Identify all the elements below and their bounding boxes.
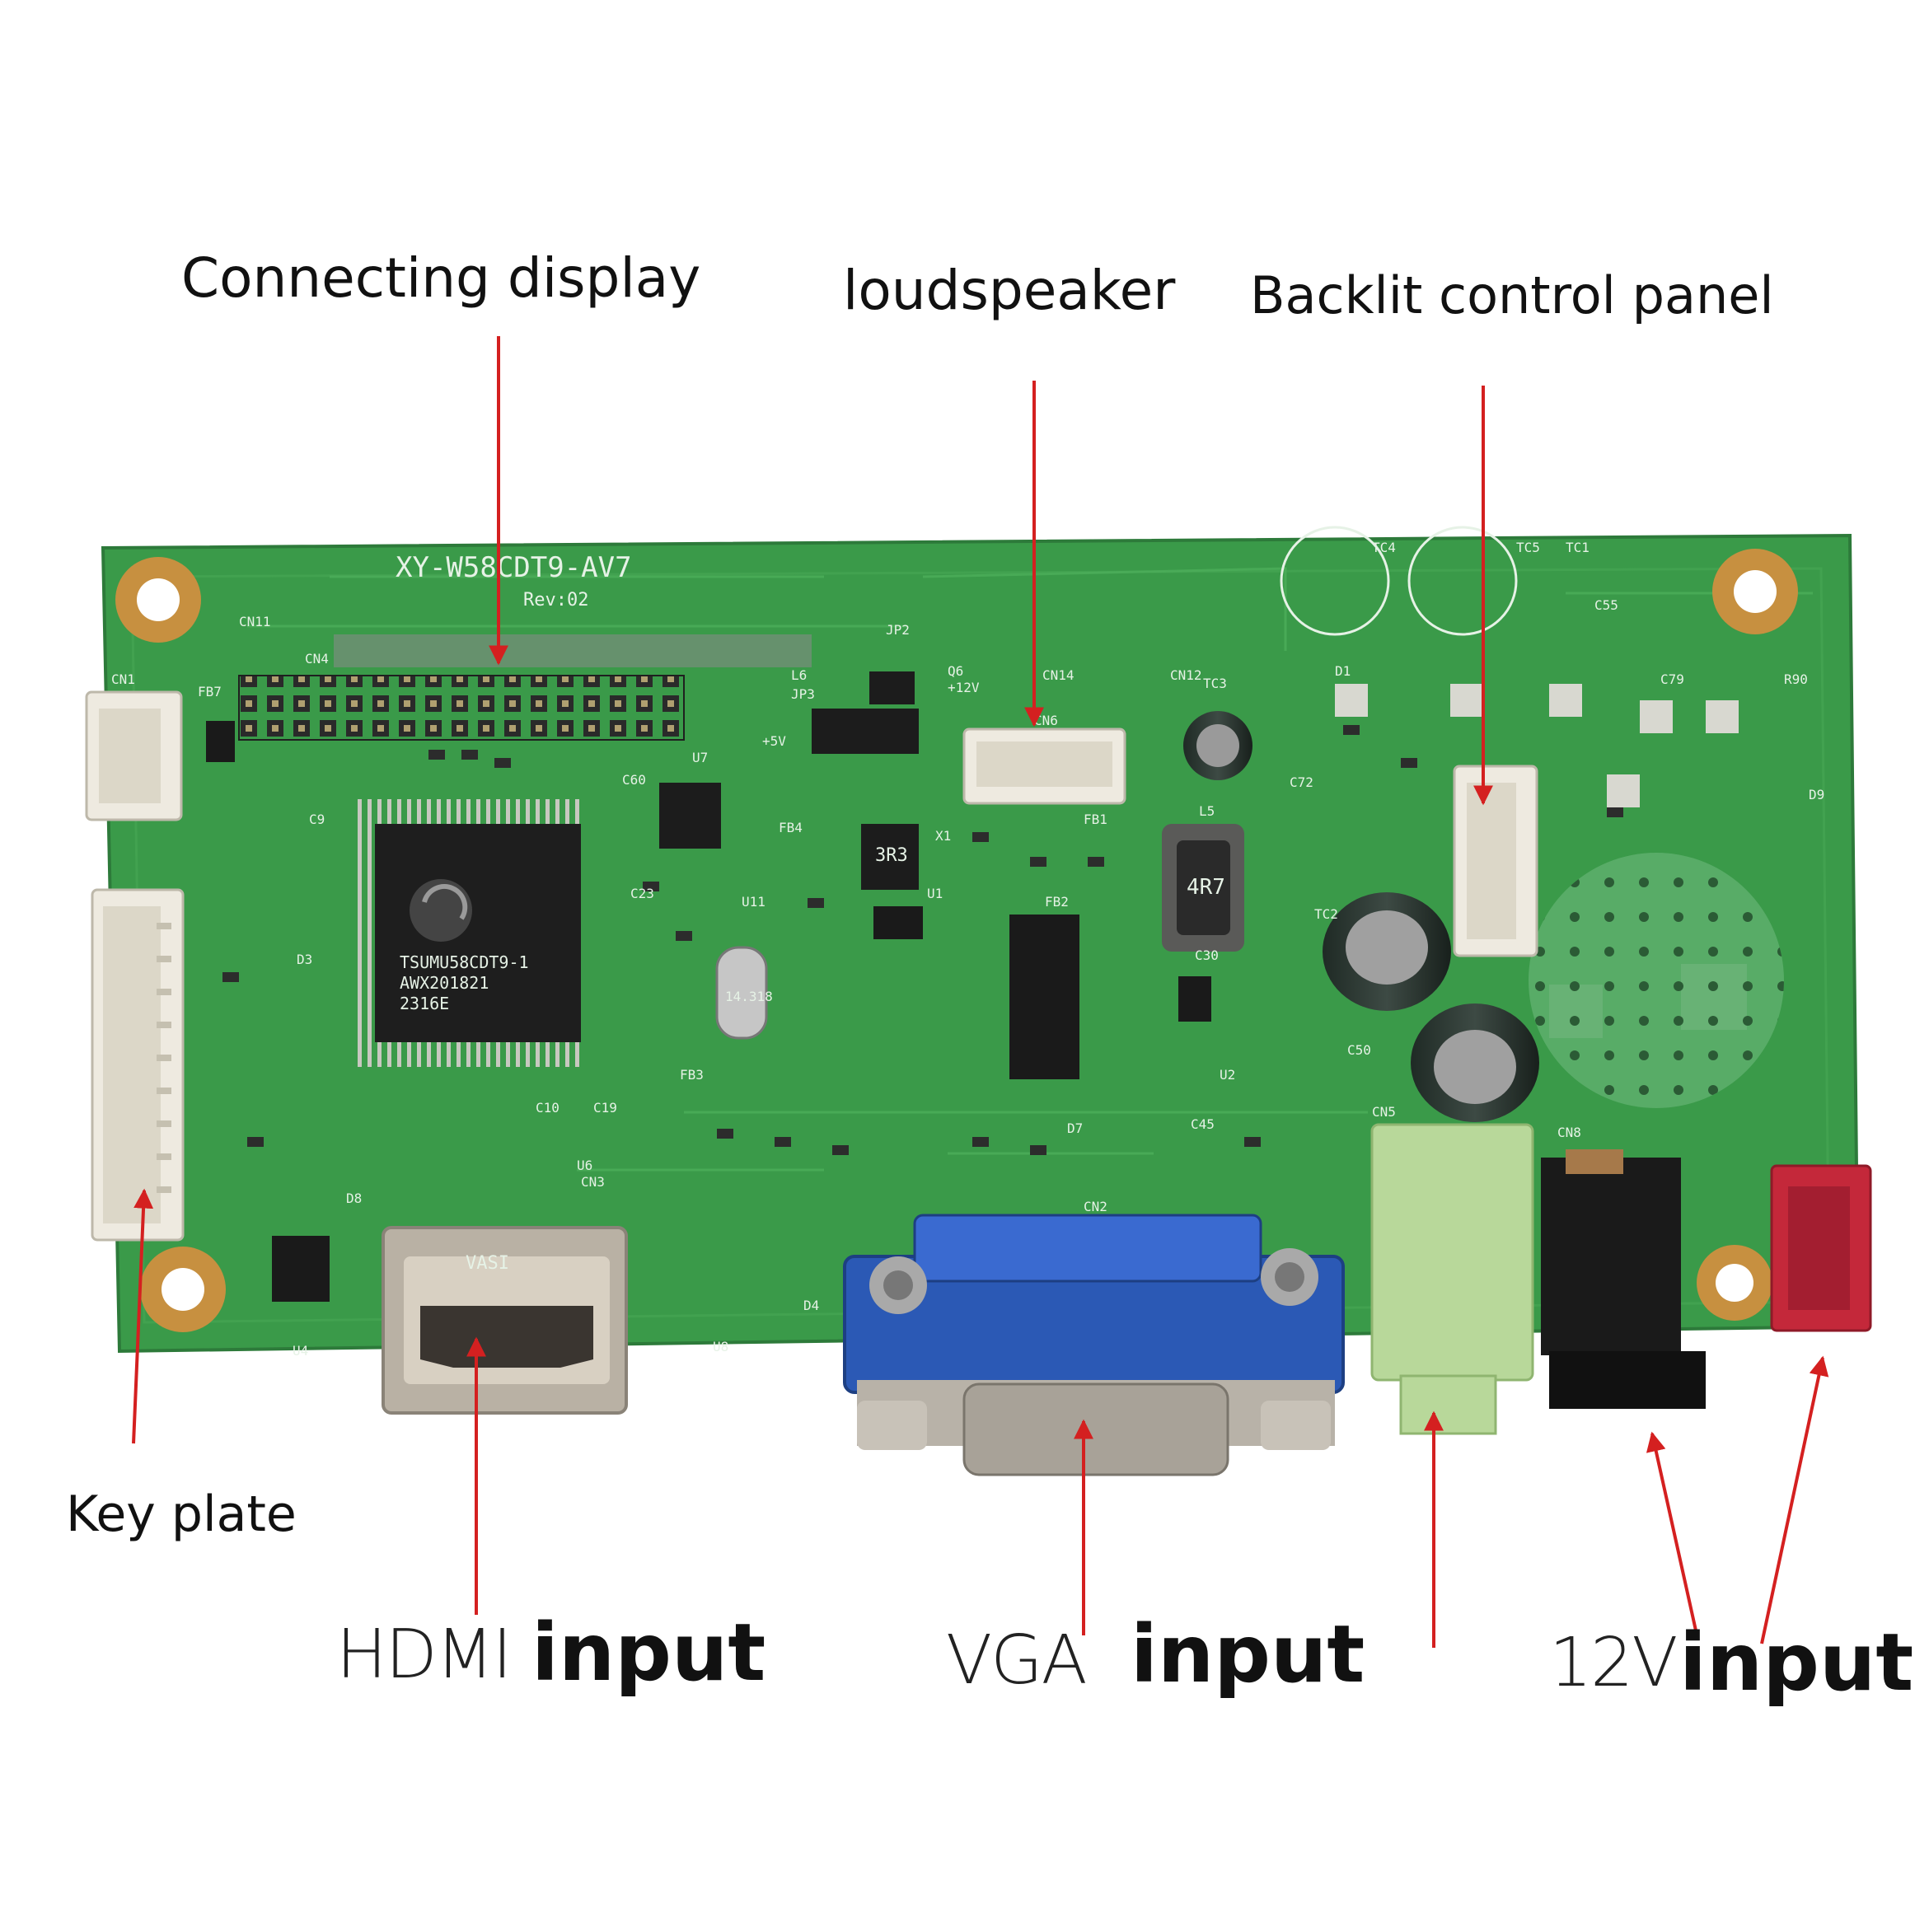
svg-text:CN14: CN14 [1042,667,1075,683]
svg-text:U7: U7 [692,750,708,765]
svg-text:CN4: CN4 [305,651,329,667]
annotation-arrows [132,336,1829,1648]
chip-line-3: 2316E [400,994,449,1013]
label-vga-input: input [1131,1608,1365,1700]
audio-jack [1370,1123,1534,1382]
arrow-power [1760,1355,1829,1644]
label-12v-input: input [1679,1616,1914,1709]
hdmi-mark: VASI [466,1253,509,1274]
svg-text:C79: C79 [1660,671,1684,687]
label-key-plate: Key plate [66,1485,297,1543]
svg-text:D3: D3 [297,952,312,967]
board-model: XY-W58CDT9-AV7 [396,551,632,584]
silkscreen-labels: CN1 CN4 CN11 CN14 CN6 CN12 CN5 CN8 CN3 C… [111,540,1824,1359]
label-backlit-control-panel: Backlit control panel [1250,265,1774,325]
svg-text:+5V: +5V [762,733,786,749]
svg-text:L6: L6 [791,667,807,683]
electrolytic-capacitors [1183,711,1539,1122]
svg-text:U6: U6 [577,1158,592,1173]
board-revision: Rev:02 [523,590,588,610]
svg-text:Q6: Q6 [948,663,963,679]
svg-text:CN1: CN1 [111,671,135,687]
crystal [715,946,768,1040]
svg-text:TC4: TC4 [1372,540,1396,555]
svg-text:JP3: JP3 [791,686,815,702]
svg-text:U2: U2 [1220,1067,1235,1083]
label-loudspeaker: loudspeaker [843,259,1176,322]
label-hdmi-input: input [531,1607,766,1699]
svg-text:C9: C9 [309,812,325,827]
label-12v: 12V [1549,1624,1678,1702]
svg-text:C19: C19 [593,1100,617,1116]
main-chip [375,824,581,1042]
svg-text:+12V: +12V [948,680,980,695]
svg-text:C55: C55 [1594,597,1618,613]
svg-text:D7: D7 [1067,1120,1083,1136]
svg-text:TC3: TC3 [1203,676,1227,691]
svg-text:C30: C30 [1195,947,1219,963]
vga-connector [843,1214,1345,1476]
arrow-key-plate [132,1188,154,1444]
svg-text:U8: U8 [713,1339,728,1354]
chip-line-2: AWX201821 [400,973,489,993]
crystal-mark: 14.318 [725,989,773,1004]
svg-text:CN6: CN6 [1034,713,1058,728]
svg-text:L5: L5 [1199,803,1215,819]
svg-text:4R7: 4R7 [1187,875,1225,900]
inductor-3r3: 3R3 [875,845,908,866]
svg-text:CN12: CN12 [1170,667,1202,683]
svg-text:CN5: CN5 [1372,1104,1396,1120]
svg-text:U4: U4 [293,1343,308,1359]
svg-text:C72: C72 [1290,774,1313,790]
svg-text:CN2: CN2 [1084,1199,1107,1214]
label-connecting-display: Connecting display [181,246,701,310]
svg-text:D9: D9 [1809,787,1824,802]
svg-text:C23: C23 [630,886,654,901]
label-hdmi: HDMI [336,1616,513,1694]
svg-text:C50: C50 [1347,1042,1371,1058]
svg-text:FB1: FB1 [1084,812,1107,827]
svg-text:TC1: TC1 [1566,540,1590,555]
svg-text:CN8: CN8 [1557,1125,1581,1140]
svg-text:U1: U1 [927,886,943,901]
svg-text:FB2: FB2 [1045,894,1069,910]
svg-text:C10: C10 [536,1100,560,1116]
svg-text:FB7: FB7 [198,684,222,699]
svg-text:JP2: JP2 [886,622,910,638]
chip-line-1: TSUMU58CDT9-1 [400,952,529,972]
svg-text:R90: R90 [1784,671,1808,687]
mounting-holes [115,549,1798,1332]
svg-text:FB4: FB4 [779,820,803,835]
dc-power-jack [1541,1158,1681,1355]
svg-text:X1: X1 [935,828,951,844]
display-header [238,675,685,741]
svg-text:TC2: TC2 [1314,906,1338,922]
svg-text:CN11: CN11 [239,614,271,629]
svg-text:D1: D1 [1335,663,1351,679]
svg-text:D8: D8 [346,1191,362,1206]
svg-text:TC5: TC5 [1516,540,1540,555]
svg-text:C45: C45 [1191,1116,1215,1132]
arrow-dc [1646,1431,1699,1639]
label-vga: VGA [946,1621,1088,1700]
svg-text:C60: C60 [622,772,646,788]
svg-text:U11: U11 [742,894,766,910]
svg-text:CN3: CN3 [581,1174,605,1190]
svg-text:FB3: FB3 [680,1067,704,1083]
svg-text:D4: D4 [803,1298,819,1313]
